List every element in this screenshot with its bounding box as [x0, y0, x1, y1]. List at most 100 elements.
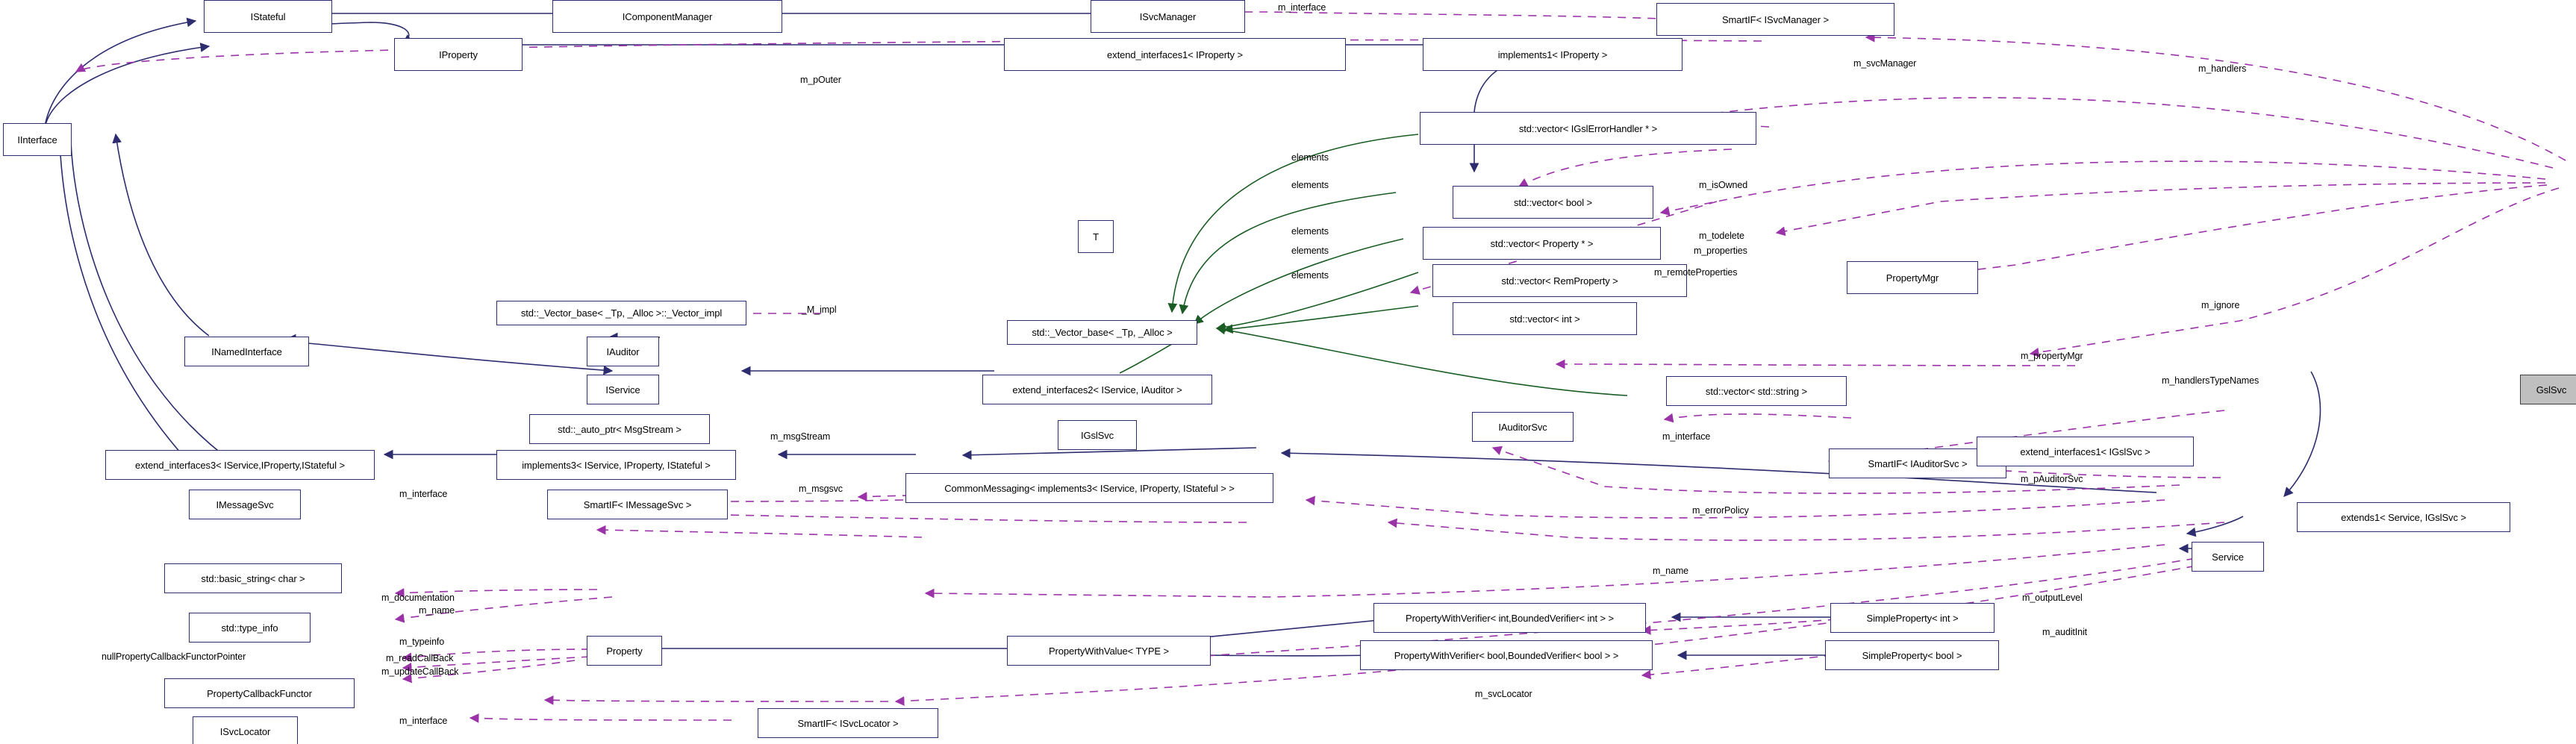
- class-node-inamedinterface[interactable]: INamedInterface: [184, 337, 309, 366]
- class-node-label: IStateful: [250, 10, 286, 22]
- class-node-label: PropertyCallbackFunctor: [207, 687, 312, 699]
- class-node-igslsvc[interactable]: IGslSvc: [1058, 420, 1137, 450]
- class-node-label: std::_auto_ptr< MsgStream >: [558, 423, 682, 435]
- edge-label-m_msgstream: m_msgStream: [770, 431, 831, 442]
- edge-label-m_properties: m_properties: [1694, 246, 1747, 256]
- edge-label-m_msgsvc: m_msgsvc: [799, 484, 843, 494]
- edge-label-elements1: elements: [1291, 152, 1329, 163]
- class-node-label: extends1< Service, IGslSvc >: [2341, 511, 2466, 523]
- class-node-propertymgr[interactable]: PropertyMgr: [1847, 261, 1978, 294]
- class-node-gslsvc[interactable]: GslSvc: [2520, 375, 2576, 404]
- class-node-label: IService: [605, 384, 640, 396]
- class-node-label: std::vector< RemProperty >: [1501, 275, 1618, 287]
- edge-label-m_auditinit: m_auditInit: [2042, 627, 2088, 637]
- class-node-extifc1iproperty[interactable]: extend_interfaces1< IProperty >: [1004, 38, 1346, 71]
- edge-label-m_interface_bottom: m_interface: [399, 716, 448, 726]
- class-node-label: IGslSvc: [1080, 429, 1114, 441]
- class-node-label: std::vector< bool >: [1513, 196, 1593, 208]
- class-node-basicstringchar[interactable]: std::basic_string< char >: [164, 563, 342, 593]
- class-node-iauditorsvc[interactable]: IAuditorSvc: [1472, 412, 1574, 442]
- class-node-istateful[interactable]: IStateful: [204, 0, 332, 33]
- edge-label-nullprop: nullPropertyCallbackFunctorPointer: [102, 651, 246, 662]
- edge-label-m_todelete: m_todelete: [1699, 231, 1744, 241]
- class-node-iservice[interactable]: IService: [587, 375, 659, 404]
- edge-label-m_pouter: m_pOuter: [800, 75, 841, 85]
- class-node-label: IMessageSvc: [216, 498, 274, 510]
- edge-label-m_ignore: m_ignore: [2201, 300, 2240, 310]
- class-node-iauditor[interactable]: IAuditor: [587, 337, 659, 366]
- class-node-isvcmanager[interactable]: ISvcManager: [1091, 0, 1245, 33]
- edge-label-m_documentation: m_documentation: [381, 593, 455, 603]
- edge-label-m_outputlevel: m_outputLevel: [2022, 593, 2083, 603]
- class-node-service[interactable]: Service: [2192, 542, 2264, 572]
- class-node-extifc3[interactable]: extend_interfaces3< IService,IProperty,I…: [105, 450, 375, 480]
- class-node-label: Service: [2212, 551, 2244, 563]
- edge-label-m_impl: _M_impl: [802, 304, 837, 315]
- class-node-label: PropertyWithVerifier< int,BoundedVerifie…: [1406, 612, 1614, 624]
- class-node-label: std::vector< IGslErrorHandler * >: [1518, 122, 1658, 134]
- class-node-commonmessaging[interactable]: CommonMessaging< implements3< IService, …: [905, 473, 1273, 503]
- edge-label-m_isowned: m_isOwned: [1699, 180, 1748, 190]
- class-node-simplepropint[interactable]: SimpleProperty< int >: [1830, 603, 1995, 633]
- class-node-propverifint[interactable]: PropertyWithVerifier< int,BoundedVerifie…: [1373, 603, 1646, 633]
- class-node-label: IComponentManager: [622, 10, 713, 22]
- edge-label-m_handlerstypenames: m_handlersTypeNames: [2162, 375, 2260, 386]
- class-node-label: SmartIF< ISvcLocator >: [797, 717, 899, 729]
- class-node-label: std::type_info: [221, 622, 278, 634]
- class-node-simplepropbool[interactable]: SimpleProperty< bool >: [1825, 640, 1999, 670]
- edge-label-elements5: elements: [1291, 270, 1329, 281]
- class-node-vecint[interactable]: std::vector< int >: [1453, 302, 1637, 335]
- edge-label-m_updatecallback: m_updateCallBack: [381, 666, 459, 677]
- class-node-vecbool[interactable]: std::vector< bool >: [1453, 186, 1653, 219]
- edge-label-m_handlers: m_handlers: [2198, 63, 2247, 74]
- class-node-impl1iproperty[interactable]: implements1< IProperty >: [1423, 38, 1682, 71]
- class-node-vecproperty[interactable]: std::vector< Property * >: [1423, 227, 1661, 260]
- class-node-isvclocator[interactable]: ISvcLocator: [193, 716, 298, 744]
- class-node-label: implements3< IService, IProperty, IState…: [522, 459, 711, 471]
- class-node-smartifisvcmgr[interactable]: SmartIF< ISvcManager >: [1656, 3, 1894, 36]
- class-node-smartifimsgsvc[interactable]: SmartIF< IMessageSvc >: [547, 490, 728, 519]
- class-node-impl3[interactable]: implements3< IService, IProperty, IState…: [496, 450, 736, 480]
- class-node-label: std::basic_string< char >: [201, 572, 305, 584]
- class-node-vectorimpl[interactable]: std::_Vector_base< _Tp, _Alloc >::_Vecto…: [496, 301, 746, 325]
- class-node-extifc2[interactable]: extend_interfaces2< IService, IAuditor >: [982, 375, 1212, 404]
- class-node-tnode[interactable]: T: [1078, 220, 1114, 253]
- class-node-vecgslerr[interactable]: std::vector< IGslErrorHandler * >: [1420, 112, 1756, 145]
- class-node-vectorbase[interactable]: std::_Vector_base< _Tp, _Alloc >: [1007, 320, 1197, 345]
- class-node-label: IAuditorSvc: [1498, 421, 1547, 433]
- class-node-vecstdstring[interactable]: std::vector< std::string >: [1666, 376, 1847, 406]
- class-node-label: std::vector< Property * >: [1490, 237, 1594, 249]
- class-node-iinterface[interactable]: IInterface: [3, 123, 72, 156]
- edge-label-m_readcallback: m_readCallBack: [386, 653, 454, 663]
- class-node-propwithvalue[interactable]: PropertyWithValue< TYPE >: [1007, 636, 1211, 666]
- class-node-imessagesvc[interactable]: IMessageSvc: [189, 490, 301, 519]
- class-node-label: extend_interfaces1< IProperty >: [1107, 49, 1243, 60]
- class-node-iproperty[interactable]: IProperty: [394, 38, 523, 71]
- class-node-label: IInterface: [17, 134, 57, 146]
- class-node-propverifbool[interactable]: PropertyWithVerifier< bool,BoundedVerifi…: [1360, 640, 1653, 670]
- class-node-label: SmartIF< ISvcManager >: [1721, 13, 1830, 25]
- class-node-icomponentmanager[interactable]: IComponentManager: [552, 0, 782, 33]
- edge-label-elements3: elements: [1291, 226, 1329, 237]
- class-node-label: Property: [606, 645, 643, 657]
- class-node-label: implements1< IProperty >: [1497, 49, 1608, 60]
- class-node-label: std::vector< int >: [1509, 313, 1580, 325]
- class-node-label: SimpleProperty< bool >: [1862, 649, 1962, 661]
- class-node-typeinfo[interactable]: std::type_info: [189, 613, 311, 643]
- class-node-label: std::vector< std::string >: [1705, 385, 1808, 397]
- edge-label-m_name_left: m_name: [419, 605, 455, 616]
- class-node-autoptrmsg[interactable]: std::_auto_ptr< MsgStream >: [529, 414, 710, 444]
- edge-label-m_errorpolicy: m_errorPolicy: [1692, 505, 1749, 516]
- class-node-label: extend_interfaces1< IGslSvc >: [2020, 446, 2151, 457]
- class-node-extifc1igslsvc[interactable]: extend_interfaces1< IGslSvc >: [1977, 437, 2194, 466]
- edge-label-elements4: elements: [1291, 246, 1329, 256]
- class-node-label: PropertyWithValue< TYPE >: [1048, 645, 1170, 657]
- class-node-label: T: [1093, 231, 1099, 243]
- class-node-vecremproperty[interactable]: std::vector< RemProperty >: [1432, 264, 1687, 297]
- class-node-smartifisvcloc[interactable]: SmartIF< ISvcLocator >: [758, 708, 938, 738]
- class-node-property[interactable]: Property: [587, 636, 662, 666]
- edge-label-m_name_right: m_name: [1653, 566, 1689, 576]
- class-node-label: IProperty: [439, 49, 478, 60]
- class-node-extends1service[interactable]: extends1< Service, IGslSvc >: [2297, 502, 2510, 532]
- class-node-propcbfunctor[interactable]: PropertyCallbackFunctor: [164, 678, 355, 708]
